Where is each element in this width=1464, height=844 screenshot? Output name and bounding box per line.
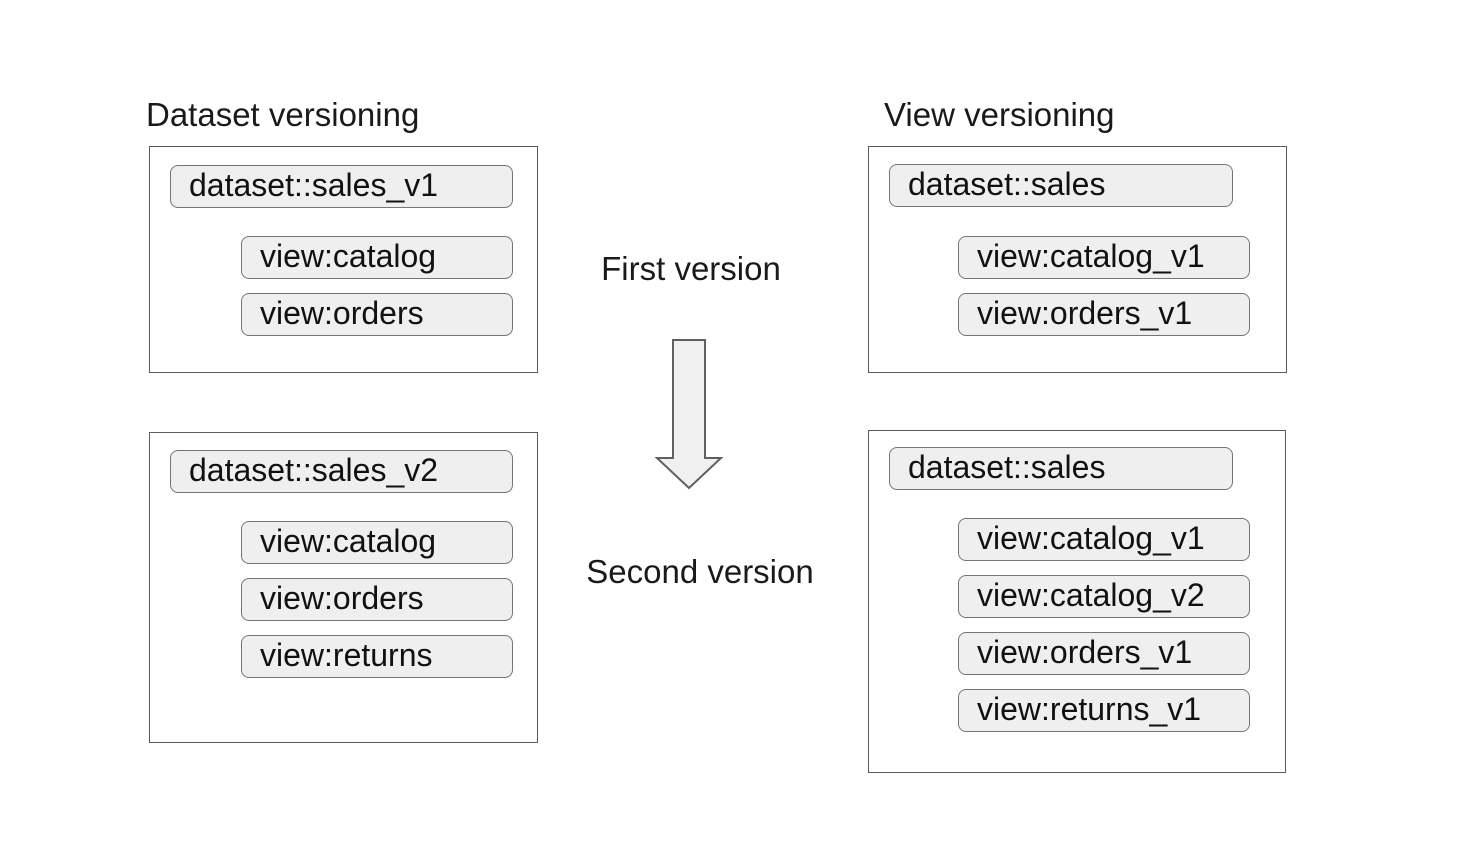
down-arrow-icon [654, 339, 724, 490]
dataset-versioning-heading: Dataset versioning [146, 96, 420, 133]
second-version-label: Second version [586, 553, 814, 590]
node-dataset-sales: dataset::sales [889, 447, 1233, 490]
node-dataset-sales-v1: dataset::sales_v1 [170, 165, 513, 208]
node-view-catalog: view:catalog [241, 521, 513, 564]
node-view-catalog: view:catalog [241, 236, 513, 279]
node-view-catalog-v2: view:catalog_v2 [958, 575, 1250, 618]
node-view-orders: view:orders [241, 578, 513, 621]
node-view-returns-v1: view:returns_v1 [958, 689, 1250, 732]
first-version-label: First version [601, 250, 781, 287]
node-view-orders-v1: view:orders_v1 [958, 632, 1250, 675]
node-view-orders: view:orders [241, 293, 513, 336]
node-view-returns: view:returns [241, 635, 513, 678]
node-dataset-sales: dataset::sales [889, 164, 1233, 207]
view-versioning-heading: View versioning [884, 96, 1115, 133]
node-dataset-sales-v2: dataset::sales_v2 [170, 450, 513, 493]
node-view-catalog-v1: view:catalog_v1 [958, 518, 1250, 561]
node-view-catalog-v1: view:catalog_v1 [958, 236, 1250, 279]
node-view-orders-v1: view:orders_v1 [958, 293, 1250, 336]
